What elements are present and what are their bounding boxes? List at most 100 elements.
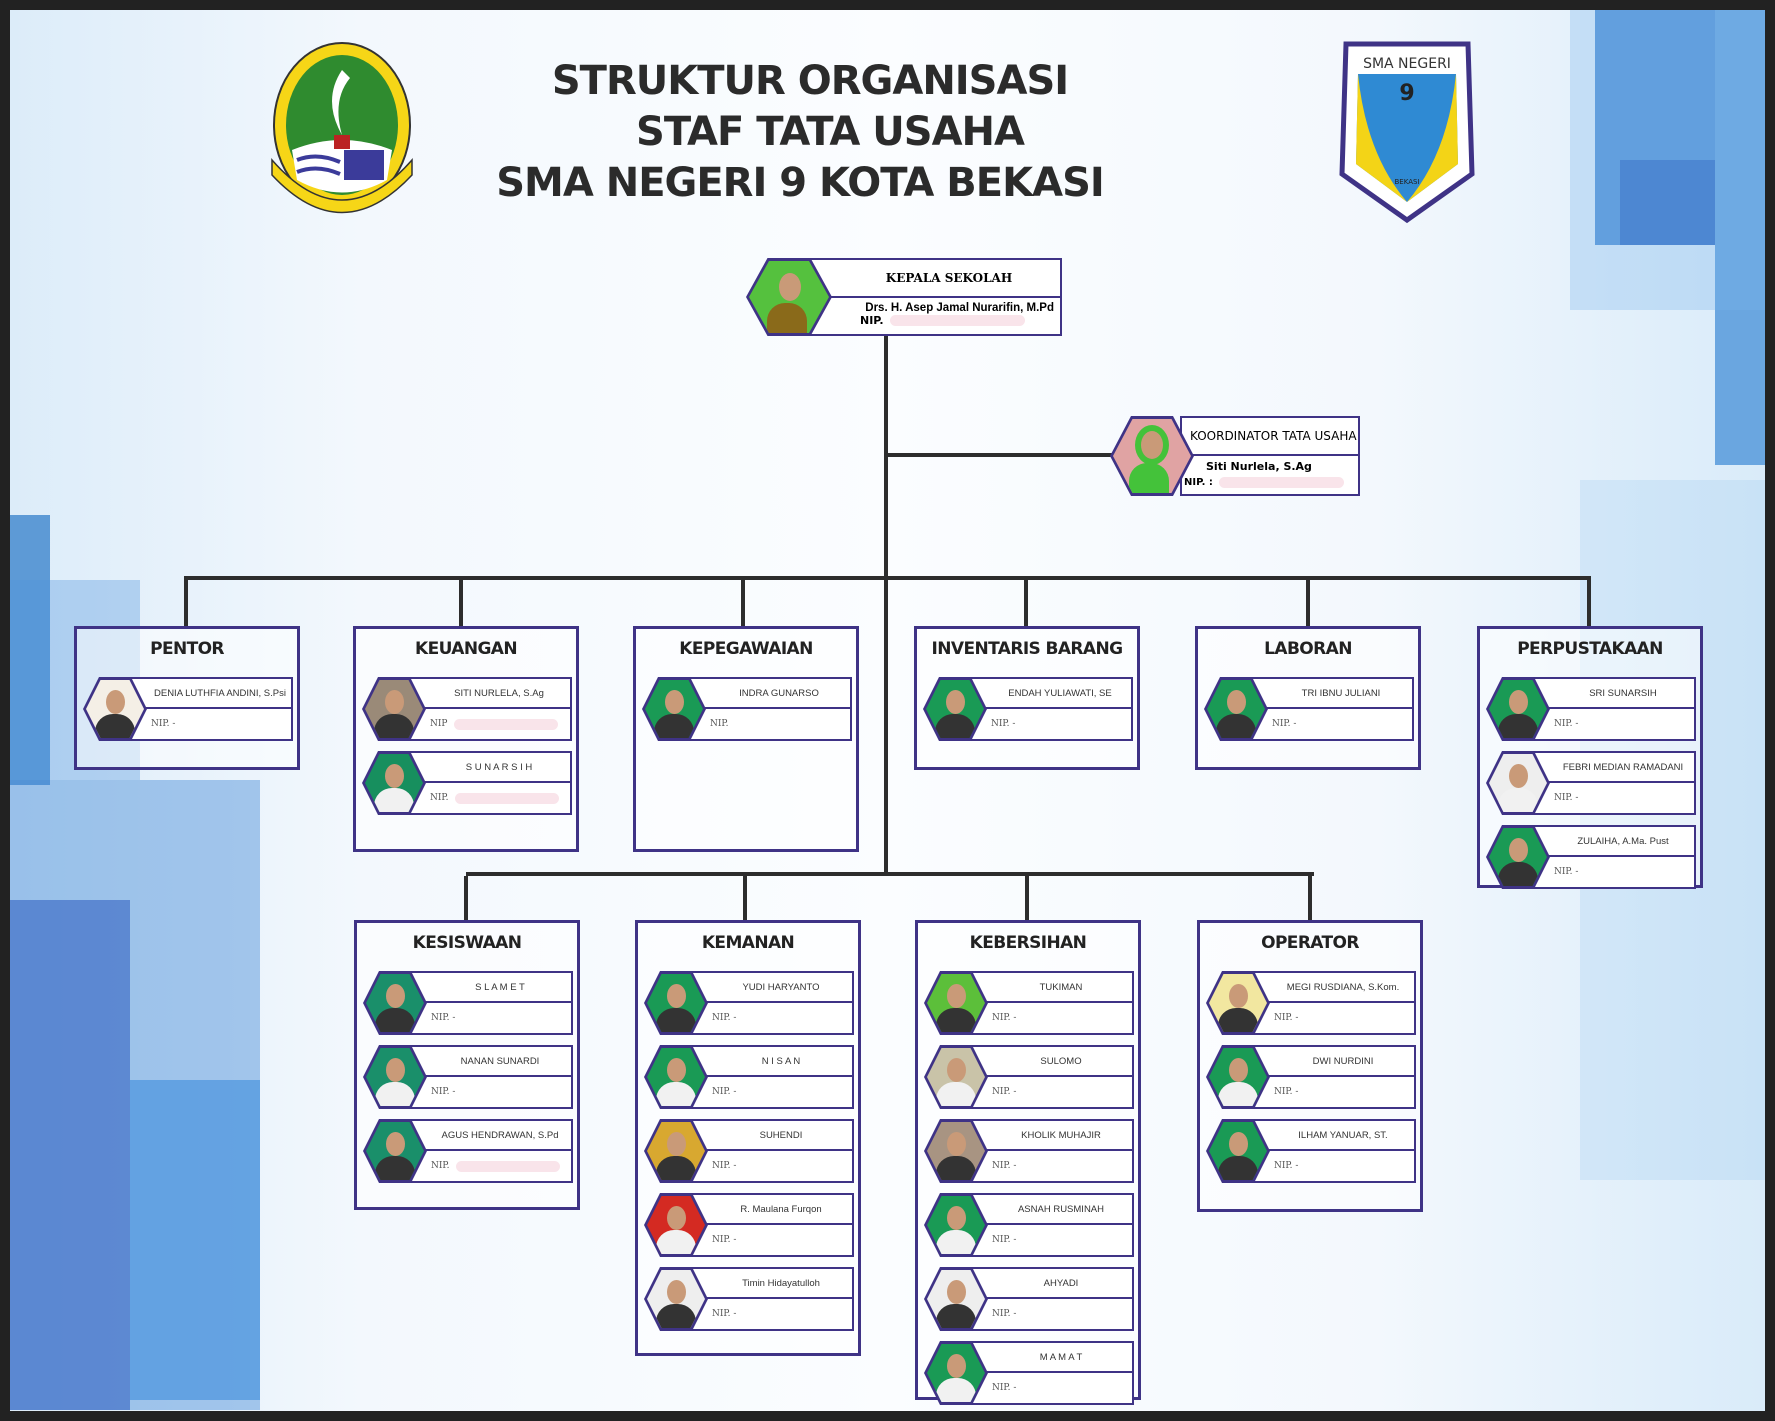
- staff-photo: [644, 1267, 708, 1331]
- staff-name: FEBRI MEDIAN RAMADANI: [1524, 753, 1694, 783]
- staff-name: S L A M E T: [401, 973, 571, 1003]
- staff-name: TUKIMAN: [962, 973, 1132, 1003]
- sma-negeri-9-bekasi-logo: SMA NEGERI 9 BEKASI: [1339, 41, 1475, 224]
- staff-nip: NIP.: [430, 793, 449, 803]
- staff-nip: NIP. -: [1274, 1087, 1299, 1097]
- staff-nip: NIP. -: [712, 1309, 737, 1319]
- department-pentor: PENTOR DENIA LUTHFIA ANDINI, S.Psi NIP. -: [74, 626, 300, 770]
- staff-nip: NIP.: [710, 719, 729, 729]
- department-title: LABORAN: [1264, 639, 1352, 659]
- staff-photo: [644, 971, 708, 1035]
- kepala-sekolah-card: KEPALA SEKOLAH Drs. H. Asep Jamal Nurari…: [746, 258, 1062, 336]
- staff-name: ZULAIHA, A.Ma. Pust: [1524, 827, 1694, 857]
- connector-drop: [741, 580, 745, 626]
- department-title: KEPEGAWAIAN: [679, 639, 813, 659]
- logo-sma-negeri-text: SMA NEGERI: [1363, 56, 1451, 72]
- koordinator-role: KOORDINATOR TATA USAHA: [1182, 418, 1358, 456]
- staff-card: Timin Hidayatulloh NIP. -: [644, 1267, 854, 1331]
- staff-card: MEGI RUSDIANA, S.Kom. NIP. -: [1206, 971, 1416, 1035]
- staff-photo: [644, 1045, 708, 1109]
- connector-drop: [464, 876, 468, 920]
- department-title: PERPUSTAKAAN: [1517, 639, 1663, 659]
- connector-drop: [184, 580, 188, 626]
- department-title: KESISWAAN: [412, 933, 522, 953]
- nip-redacted: [455, 1160, 560, 1172]
- staff-nip: NIP. -: [431, 1087, 456, 1097]
- staff-card: R. Maulana Furqon NIP. -: [644, 1193, 854, 1257]
- staff-name: Timin Hidayatulloh: [682, 1269, 852, 1299]
- staff-card: DENIA LUTHFIA ANDINI, S.Psi NIP. -: [83, 677, 293, 741]
- nip-redacted: [454, 792, 559, 804]
- department-title: KEMANAN: [701, 933, 795, 953]
- staff-nip: NIP. -: [992, 1235, 1017, 1245]
- staff-nip: NIP. -: [712, 1235, 737, 1245]
- staff-card: TRI IBNU JULIANI NIP. -: [1204, 677, 1414, 741]
- staff-name: TRI IBNU JULIANI: [1242, 679, 1412, 709]
- staff-card: ZULAIHA, A.Ma. Pust NIP. -: [1486, 825, 1696, 889]
- staff-name: SUHENDI: [682, 1121, 852, 1151]
- department-title: INVENTARIS BARANG: [931, 639, 1124, 659]
- connector-row2: [466, 872, 1314, 876]
- department-inventaris-barang: INVENTARIS BARANG ENDAH YULIAWATI, SE NIP…: [914, 626, 1140, 770]
- staff-photo: [362, 677, 426, 741]
- connector-row1: [184, 576, 1591, 580]
- staff-card: INDRA GUNARSO NIP.: [642, 677, 852, 741]
- staff-photo: [924, 1267, 988, 1331]
- staff-nip: NIP. -: [151, 719, 176, 729]
- connector-drop: [1587, 580, 1591, 626]
- title-line-1: STRUKTUR ORGANISASI: [551, 58, 1069, 104]
- staff-card: M A M A T NIP. -: [924, 1341, 1134, 1405]
- staff-nip: NIP. -: [992, 1013, 1017, 1023]
- staff-name: M A M A T: [962, 1343, 1132, 1373]
- staff-name: INDRA GUNARSO: [680, 679, 850, 709]
- staff-photo: [924, 1045, 988, 1109]
- staff-photo: [83, 677, 147, 741]
- staff-card: S U N A R S I H NIP.: [362, 751, 572, 815]
- staff-name: S U N A R S I H: [400, 753, 570, 783]
- staff-name: ASNAH RUSMINAH: [962, 1195, 1132, 1225]
- department-title: PENTOR: [150, 639, 224, 659]
- nip-redacted: [1218, 477, 1344, 488]
- staff-nip: NIP. -: [1554, 793, 1579, 803]
- staff-name: DWI NURDINI: [1244, 1047, 1414, 1077]
- staff-card: SULOMO NIP. -: [924, 1045, 1134, 1109]
- staff-name: AGUS HENDRAWAN, S.Pd: [401, 1121, 571, 1151]
- staff-nip: NIP. -: [992, 1309, 1017, 1319]
- staff-card: ENDAH YULIAWATI, SE NIP. -: [923, 677, 1133, 741]
- staff-card: FEBRI MEDIAN RAMADANI NIP. -: [1486, 751, 1696, 815]
- org-chart-canvas: SMA NEGERI 9 BEKASI STRUKTUR ORGANISASI …: [10, 10, 1765, 1411]
- connector-drop: [1308, 876, 1312, 920]
- staff-card: ASNAH RUSMINAH NIP. -: [924, 1193, 1134, 1257]
- staff-card: SITI NURLELA, S.Ag NIP: [362, 677, 572, 741]
- staff-name: AHYADI: [962, 1269, 1132, 1299]
- staff-nip: NIP. -: [1554, 719, 1579, 729]
- nip-redacted: [453, 718, 558, 730]
- staff-card: SUHENDI NIP. -: [644, 1119, 854, 1183]
- department-kepegawaian: KEPEGAWAIAN INDRA GUNARSO NIP.: [633, 626, 859, 852]
- title-line-3: SMA NEGERI 9 KOTA BEKASI: [496, 160, 1105, 206]
- staff-name: N I S A N: [682, 1047, 852, 1077]
- staff-nip: NIP. -: [991, 719, 1016, 729]
- staff-name: SRI SUNARSIH: [1524, 679, 1694, 709]
- staff-name: NANAN SUNARDI: [401, 1047, 571, 1077]
- staff-nip: NIP. -: [431, 1013, 456, 1023]
- staff-nip: NIP. -: [1272, 719, 1297, 729]
- staff-photo: [924, 1119, 988, 1183]
- kepala-role: KEPALA SEKOLAH: [788, 260, 1060, 298]
- west-java-emblem-logo: [271, 42, 413, 214]
- staff-name: ILHAM YANUAR, ST.: [1244, 1121, 1414, 1151]
- title-line-2: STAF TATA USAHA: [636, 109, 1025, 155]
- staff-name: DENIA LUTHFIA ANDINI, S.Psi: [121, 679, 291, 709]
- koordinator-card: KOORDINATOR TATA USAHA Siti Nurlela, S.A…: [1110, 416, 1360, 496]
- connector-drop: [1025, 876, 1029, 920]
- staff-card: SRI SUNARSIH NIP. -: [1486, 677, 1696, 741]
- staff-nip: NIP. -: [1554, 867, 1579, 877]
- logo-bekasi-text: BEKASI: [1395, 178, 1420, 186]
- staff-nip: NIP.: [431, 1161, 450, 1171]
- staff-nip: NIP: [430, 719, 448, 729]
- staff-name: KHOLIK MUHAJIR: [962, 1121, 1132, 1151]
- staff-nip: NIP. -: [712, 1013, 737, 1023]
